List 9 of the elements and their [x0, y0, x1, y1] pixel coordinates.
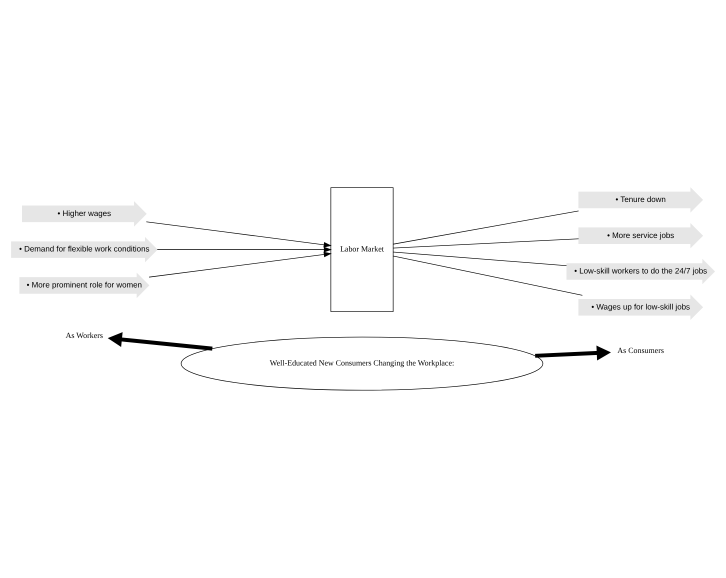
connector — [393, 252, 567, 266]
arrow — [148, 252, 332, 278]
arrow — [108, 332, 212, 351]
connector — [393, 238, 579, 248]
arrow — [146, 221, 332, 248]
arrow — [156, 246, 332, 252]
arrow — [535, 346, 611, 360]
connector — [393, 210, 579, 244]
connector — [393, 256, 583, 296]
